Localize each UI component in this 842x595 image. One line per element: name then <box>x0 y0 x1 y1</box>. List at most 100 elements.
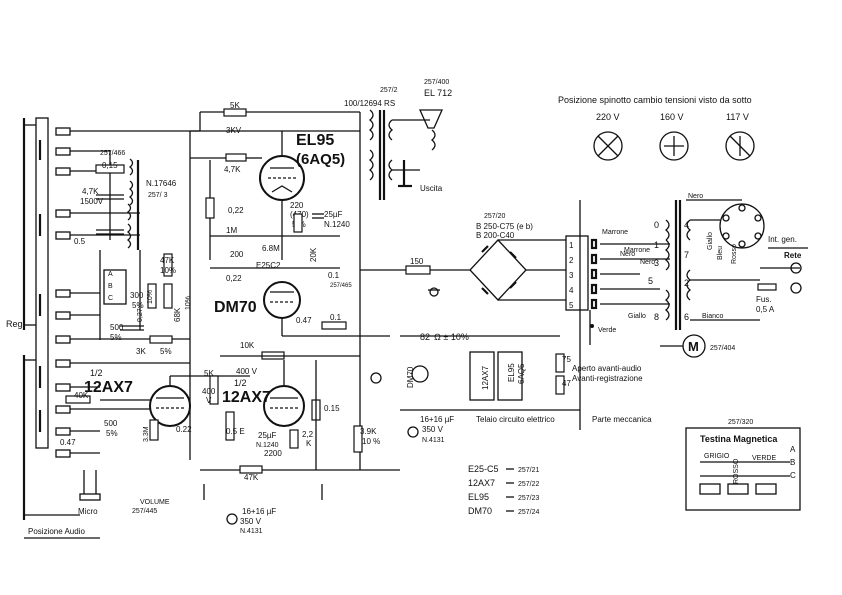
cap-bot-value: 16+16 µF <box>242 507 276 516</box>
top-bus <box>190 108 360 162</box>
volume-value: 0.5 E <box>226 427 245 436</box>
n17646-label: N.17646 <box>146 179 177 188</box>
r-3k-label: 3K <box>136 347 146 356</box>
dm70-tube <box>263 281 390 337</box>
r-68k-label: 68K <box>173 307 182 322</box>
giallo-vertical: Giallo <box>707 232 714 250</box>
c-01-ref: 257/465 <box>330 283 352 289</box>
posizione-audio-label: Posizione Audio <box>28 527 85 536</box>
r-10k-label: 10K <box>240 341 255 350</box>
giallo-label: Giallo <box>628 313 646 320</box>
marrone-1: Marrone <box>602 229 628 236</box>
testina-grigio: GRIGIO <box>704 453 730 460</box>
v2-name: 12AX7 <box>222 389 271 406</box>
r-5kb-label: 5K <box>204 369 214 378</box>
c-01-label: 0.1 <box>328 271 340 280</box>
socket-220v: 220 V <box>596 112 620 122</box>
n17646-ref: 257/ 3 <box>148 192 168 199</box>
volume-label: VOLUME <box>140 499 170 506</box>
input-network <box>95 131 191 460</box>
r-027-label: 0,27 <box>137 308 144 322</box>
socket-map <box>593 131 755 161</box>
uscita-label: Uscita <box>420 184 443 193</box>
node-6: 6 <box>684 312 689 322</box>
testina-c: C <box>790 471 796 480</box>
part-code-3: 257/24 <box>518 509 540 516</box>
r-220-label: 220 <box>290 201 304 210</box>
r-5k-voltage: 3KV <box>226 126 242 135</box>
motor-letter: M <box>688 339 699 354</box>
rectifier-bridge <box>360 239 566 301</box>
cap-top-voltage: 350 V <box>422 425 444 434</box>
r-82-tol: Ω ± 10% <box>434 332 469 342</box>
micro-jack <box>79 470 101 501</box>
r-047-label: 0.47 <box>296 316 312 325</box>
r-20k-label: 20K <box>309 247 318 262</box>
testina-title: Testina Magnetica <box>700 434 778 444</box>
r-47kb-label: 47K <box>244 473 259 482</box>
switch-b: B <box>108 283 113 290</box>
c-01b-label: 0.1 <box>330 313 342 322</box>
socket-117v: 117 V <box>726 112 749 122</box>
cap-top-value: 16+16 µF <box>420 415 454 424</box>
c-400v-unit: V <box>206 396 212 405</box>
node-4: 4 <box>684 220 689 230</box>
testina-rosso: ROSSO <box>733 458 740 484</box>
c-25uf-label: 25µF <box>324 210 343 219</box>
r-75-label: 75 <box>562 355 571 364</box>
r-300-label: 300 <box>130 291 144 300</box>
speaker-id: EL 712 <box>424 88 452 98</box>
r-300-tol: 5% <box>132 301 144 310</box>
rect-type-a: B 250-C75 (e b) <box>476 222 533 231</box>
r-022-label: 0,22 <box>228 206 244 215</box>
c-500b-label: 500 <box>104 419 118 428</box>
cap-bot-ref: N.4131 <box>240 528 263 535</box>
output-transformer <box>359 109 444 470</box>
cap-bot-voltage: 350 V <box>240 517 262 526</box>
ax7-stage-1 <box>65 375 250 441</box>
el95-heater: EL95 <box>507 363 516 382</box>
r-68k-tol: 10% <box>185 296 192 310</box>
r-1m-label: 1M <box>226 226 237 235</box>
filament-chain <box>400 335 580 411</box>
node-3: 3 <box>654 258 659 268</box>
avanti-label: Avanti-registrazione <box>572 374 643 383</box>
part-tube-0: E25-C5 <box>468 464 499 474</box>
r-40k-label: 40K <box>74 391 89 400</box>
switch-c: C <box>108 295 113 302</box>
c-500b-tol: 5% <box>106 429 118 438</box>
part-tube-3: DM70 <box>468 506 492 516</box>
terminal-strip <box>565 200 670 430</box>
el95-alt: (6AQ5) <box>296 151 345 168</box>
parts-list: E25-C5 257/21 12AX7 257/22 EL95 257/23 D… <box>468 464 540 516</box>
r-5k-label: 5K <box>230 101 240 110</box>
marrone-2: Marrone <box>624 247 650 254</box>
node-7: 7 <box>684 250 689 260</box>
int-gen-label: Int. gen. <box>768 235 797 244</box>
r-022b-label: 0,22 <box>226 274 242 283</box>
c-25uf-b-label: 25µF <box>258 431 277 440</box>
c-05-label: 0.5 <box>74 237 86 246</box>
rete-label: Rete <box>784 251 802 260</box>
r-47k-tol: 10% <box>160 266 176 275</box>
r-3k-tol: 5% <box>160 347 172 356</box>
r-4k7-top-label: 4,7K <box>224 165 241 174</box>
c-e25c2-label: E25C2 <box>256 261 281 270</box>
el95-name: EL95 <box>296 132 334 149</box>
v1-name: 12AX7 <box>84 379 133 396</box>
node-5: 5 <box>648 276 653 286</box>
el95-tube <box>259 131 305 260</box>
r-6m8-label: 6.8M <box>262 244 280 253</box>
testina-verde: VERDE <box>752 455 776 462</box>
cap-top-ref: N.4131 <box>422 437 445 444</box>
motor-symbol <box>660 334 706 358</box>
part-code-0: 257/21 <box>518 467 540 474</box>
verde-label: Verde <box>598 327 616 334</box>
part-tube-2: EL95 <box>468 492 489 502</box>
switch-a: A <box>108 271 113 278</box>
speaker-ref: 257/400 <box>424 79 449 86</box>
nero-2: Nero <box>640 259 655 266</box>
nero-1: Nero <box>620 251 635 258</box>
r-1500v-label: 1500V <box>80 197 104 206</box>
node-0: 0 <box>654 220 659 230</box>
